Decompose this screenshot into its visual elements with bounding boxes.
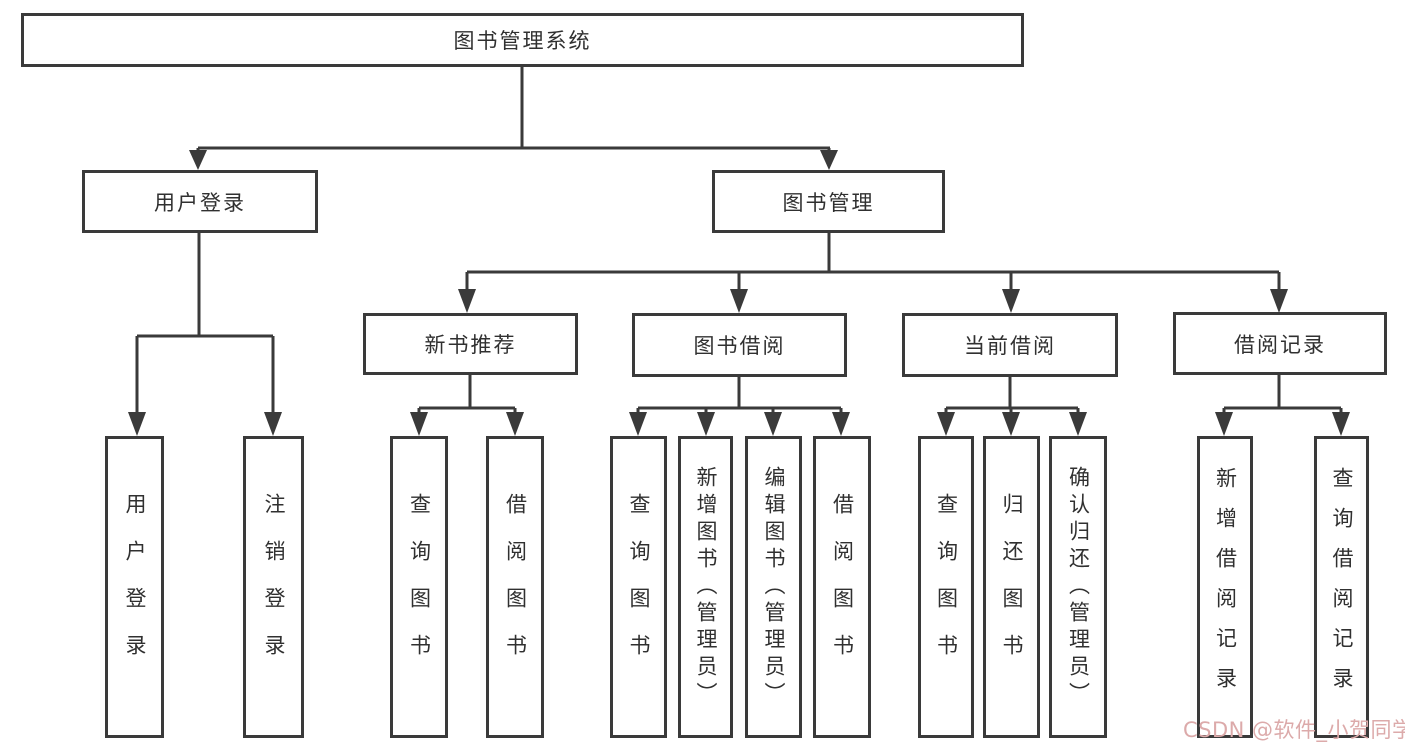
node-borrow-books-under-new-book: 借阅图书 — [486, 436, 544, 738]
node-book-borrowing: 图书借阅 — [632, 313, 847, 377]
connector-user-login-split — [128, 233, 282, 436]
connector-root-split — [189, 67, 838, 170]
node-new-book-recommendation: 新书推荐 — [363, 313, 578, 375]
connector-book-management-split — [458, 233, 1288, 313]
node-user-login-leaf: 用户登录 — [105, 436, 164, 738]
connector-book-borrow-split — [629, 377, 850, 436]
node-return-books: 归还图书 — [983, 436, 1040, 738]
node-query-books-under-borrowing: 查询图书 — [610, 436, 667, 738]
node-edit-books-admin: 编辑图书（管理员） — [745, 436, 802, 738]
node-current-borrowing: 当前借阅 — [902, 313, 1118, 377]
node-logout-leaf: 注销登录 — [243, 436, 304, 738]
node-user-login: 用户登录 — [82, 170, 318, 233]
connector-borrow-records-split — [1215, 375, 1350, 436]
node-query-borrow-record: 查询借阅记录 — [1314, 436, 1369, 738]
node-borrowing-records: 借阅记录 — [1173, 312, 1387, 375]
node-borrow-books-leaf: 借阅图书 — [813, 436, 871, 738]
node-query-books-under-new-book: 查询图书 — [390, 436, 448, 738]
connector-current-borrow-split — [937, 377, 1087, 436]
node-library-management-system: 图书管理系统 — [21, 13, 1024, 67]
node-add-books-admin: 新增图书（管理员） — [678, 436, 733, 738]
watermark: CSDN @软件_小贺同学 — [1183, 718, 1405, 742]
node-query-books-under-current: 查询图书 — [918, 436, 974, 738]
node-add-borrow-record: 新增借阅记录 — [1197, 436, 1253, 738]
node-confirm-return-admin: 确认归还（管理员） — [1049, 436, 1107, 738]
connector-new-book-split — [410, 375, 524, 436]
node-book-management: 图书管理 — [712, 170, 945, 233]
